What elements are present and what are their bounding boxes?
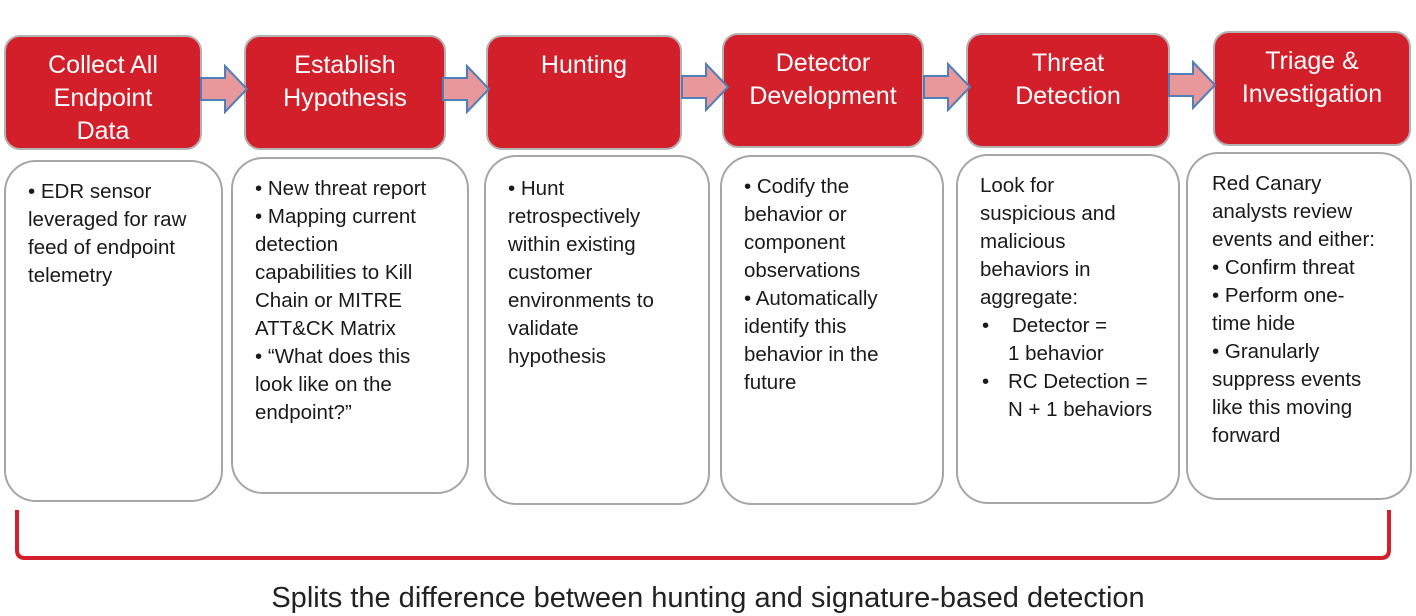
step-title-line: Development bbox=[749, 82, 897, 110]
description-line: forward bbox=[1212, 424, 1281, 447]
description-line: • EDR sensor bbox=[28, 180, 152, 203]
description-line: • Mapping current bbox=[255, 205, 417, 228]
description-line: future bbox=[744, 371, 797, 394]
description-line: • New threat report bbox=[255, 177, 427, 200]
description-line: malicious bbox=[980, 230, 1066, 253]
description-line: customer bbox=[508, 261, 593, 284]
arrow-right-icon bbox=[681, 62, 730, 112]
description-line: aggregate: bbox=[980, 286, 1079, 309]
step-collect-endpoint-data: Collect All Endpoint Data bbox=[4, 35, 202, 150]
description-line: ATT&CK Matrix bbox=[255, 317, 396, 340]
step-title-line: Hypothesis bbox=[283, 84, 407, 112]
description-line: • “What does this bbox=[255, 345, 411, 368]
description-line: suspicious and bbox=[980, 202, 1116, 225]
description-line: suppress events bbox=[1212, 368, 1362, 391]
arrow-right-icon bbox=[200, 64, 249, 114]
description-line: behavior or bbox=[744, 203, 847, 226]
description-line: validate bbox=[508, 317, 579, 340]
description-line: look like on the bbox=[255, 373, 392, 396]
description-line: retrospectively bbox=[508, 205, 641, 228]
description-line: leveraged for raw bbox=[28, 208, 187, 231]
step-title-line: Hunting bbox=[540, 51, 628, 79]
description-line: feed of endpoint bbox=[28, 236, 176, 259]
description-line: analysts review bbox=[1212, 200, 1353, 223]
description-line: RC Detection = bbox=[1008, 370, 1148, 393]
step-hunting: Hunting bbox=[486, 35, 682, 150]
step-title-line: Data bbox=[76, 117, 130, 145]
description-line: identify this bbox=[744, 315, 847, 338]
description-collect-endpoint-data: • EDR sensor leveraged for raw feed of e… bbox=[4, 160, 223, 502]
description-line: • Perform one- bbox=[1212, 284, 1345, 307]
description-line: capabilities to Kill bbox=[255, 261, 413, 284]
description-line: • Hunt bbox=[508, 177, 565, 200]
description-line: Look for bbox=[980, 174, 1055, 197]
description-line: endpoint?” bbox=[255, 401, 352, 424]
description-line: within existing bbox=[508, 233, 636, 256]
description-line: hypothesis bbox=[508, 345, 607, 368]
description-line: observations bbox=[744, 259, 861, 282]
description-line: Detector = bbox=[1012, 314, 1108, 337]
description-line: telemetry bbox=[28, 264, 113, 287]
description-line: behaviors in bbox=[980, 258, 1091, 281]
step-title-line: Detection bbox=[1015, 82, 1121, 110]
description-line: • Codify the bbox=[744, 175, 850, 198]
description-establish-hypothesis: • New threat report • Mapping current de… bbox=[231, 157, 469, 494]
description-line: N + 1 behaviors bbox=[1008, 398, 1153, 421]
description-line: • Automatically bbox=[744, 287, 878, 310]
step-title-line: Detector bbox=[775, 49, 871, 77]
description-line: Chain or MITRE bbox=[255, 289, 402, 312]
description-line: time hide bbox=[1212, 312, 1296, 335]
description-line: like this moving bbox=[1212, 396, 1353, 419]
step-title-line: Collect All bbox=[48, 51, 158, 79]
arrow-right-icon bbox=[1168, 60, 1217, 110]
description-line: events and either: bbox=[1212, 228, 1375, 251]
description-triage-investigation: Red Canary analysts review events and ei… bbox=[1186, 152, 1412, 500]
description-line: • Confirm threat bbox=[1212, 256, 1355, 279]
step-title-line: Establish bbox=[294, 51, 396, 79]
description-line: Red Canary bbox=[1212, 172, 1322, 195]
step-title-line: Investigation bbox=[1241, 80, 1383, 108]
sub-bullet-detector: • Detector = 1 behavior bbox=[982, 312, 1168, 368]
description-detector-development: • Codify the behavior or component obser… bbox=[720, 155, 944, 505]
bullet-marker: • bbox=[982, 314, 990, 337]
arrow-right-icon bbox=[442, 64, 491, 114]
step-title-line: Endpoint bbox=[53, 84, 153, 112]
step-detector-development: Detector Development bbox=[722, 33, 924, 148]
sub-bullet-rc-detection: • RC Detection = N + 1 behaviors bbox=[982, 368, 1168, 424]
description-line: • Granularly bbox=[1212, 340, 1320, 363]
description-line: detection bbox=[255, 233, 339, 256]
step-title-line: Threat bbox=[1031, 49, 1105, 77]
description-line: environments to bbox=[508, 289, 654, 312]
description-line: behavior in the bbox=[744, 343, 879, 366]
caption-text: Splits the difference between hunting an… bbox=[271, 582, 1145, 614]
arrow-right-icon bbox=[923, 62, 972, 112]
description-line: component bbox=[744, 231, 846, 254]
description-threat-detection: Look for suspicious and malicious behavi… bbox=[956, 154, 1180, 504]
bullet-marker: • bbox=[982, 370, 990, 393]
description-hunting: • Hunt retrospectively within existing c… bbox=[484, 155, 710, 505]
step-title-line: Triage & bbox=[1265, 47, 1359, 75]
description-line: 1 behavior bbox=[1008, 342, 1104, 365]
step-triage-investigation: Triage & Investigation bbox=[1213, 31, 1411, 146]
